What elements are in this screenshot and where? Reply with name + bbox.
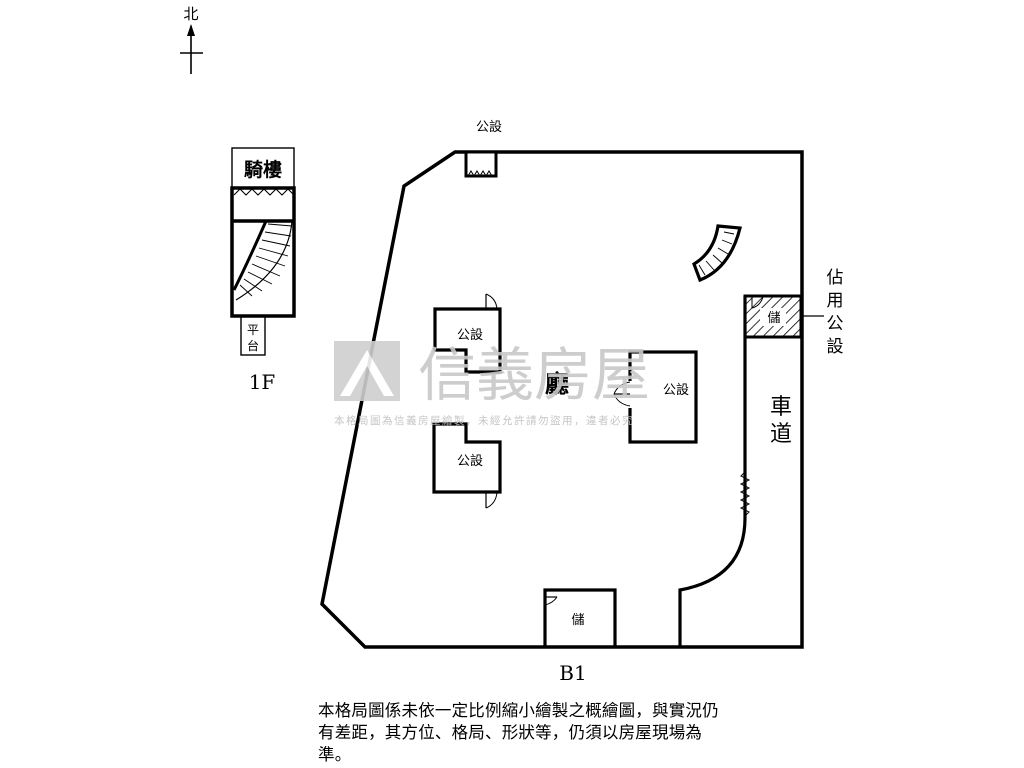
occupied-public-char-2: 用 — [827, 291, 844, 311]
top-facility-niche — [464, 150, 498, 178]
driveway-label-top: 車 — [770, 395, 792, 420]
platform-label-top: 平 — [247, 323, 259, 337]
top-facility-label: 公設 — [476, 119, 502, 135]
b1-outer-wall — [320, 150, 804, 649]
storage-bottom-label: 儲 — [571, 613, 584, 628]
facility-right-label: 公設 — [663, 382, 689, 398]
north-arrow: 北 — [180, 5, 203, 74]
occupied-public-char-3: 公 — [827, 314, 844, 334]
watermark-brand: 信義房屋 — [418, 341, 650, 409]
occupied-public-char-4: 設 — [827, 337, 844, 357]
disclaimer-note: 本格局圖係未依一定比例縮小繪製之概繪圖，與實況仍有差距，其方位、格局、形狀等，仍… — [318, 701, 719, 764]
basement-floor-plan: 公設 公設 公設 公設 廳 儲 — [320, 119, 844, 685]
storage-right-label: 儲 — [767, 311, 780, 326]
facility-lower-left-room — [432, 422, 502, 494]
platform-label-bottom: 台 — [247, 338, 259, 353]
driveway-label-bottom: 道 — [770, 422, 792, 447]
arcade-label: 騎樓 — [244, 158, 282, 181]
platform-box — [240, 315, 266, 356]
storage-bottom-room — [543, 588, 617, 647]
first-floor-plan: 騎樓 平 台 1F — [230, 147, 296, 394]
facility-upper-left-room — [433, 307, 502, 374]
facility-upper-left-label: 公設 — [457, 327, 483, 343]
watermark: 信義房屋 本格局圖為信義房屋繪製，未經允許請勿盜用，違者必究 — [334, 341, 650, 427]
facility-lower-left-label: 公設 — [457, 453, 483, 469]
occupied-public-char-1: 佔 — [827, 268, 844, 288]
first-floor-label: 1F — [249, 370, 276, 394]
brand-logo-icon — [334, 341, 400, 401]
north-label: 北 — [183, 5, 198, 23]
driveway-wall — [678, 296, 747, 647]
hall-label: 廳 — [545, 369, 569, 398]
b1-curved-stair — [692, 224, 743, 283]
basement-floor-label: B1 — [559, 661, 586, 685]
watermark-notice: 本格局圖為信義房屋繪製，未經允許請勿盜用，違者必究 — [334, 414, 634, 427]
